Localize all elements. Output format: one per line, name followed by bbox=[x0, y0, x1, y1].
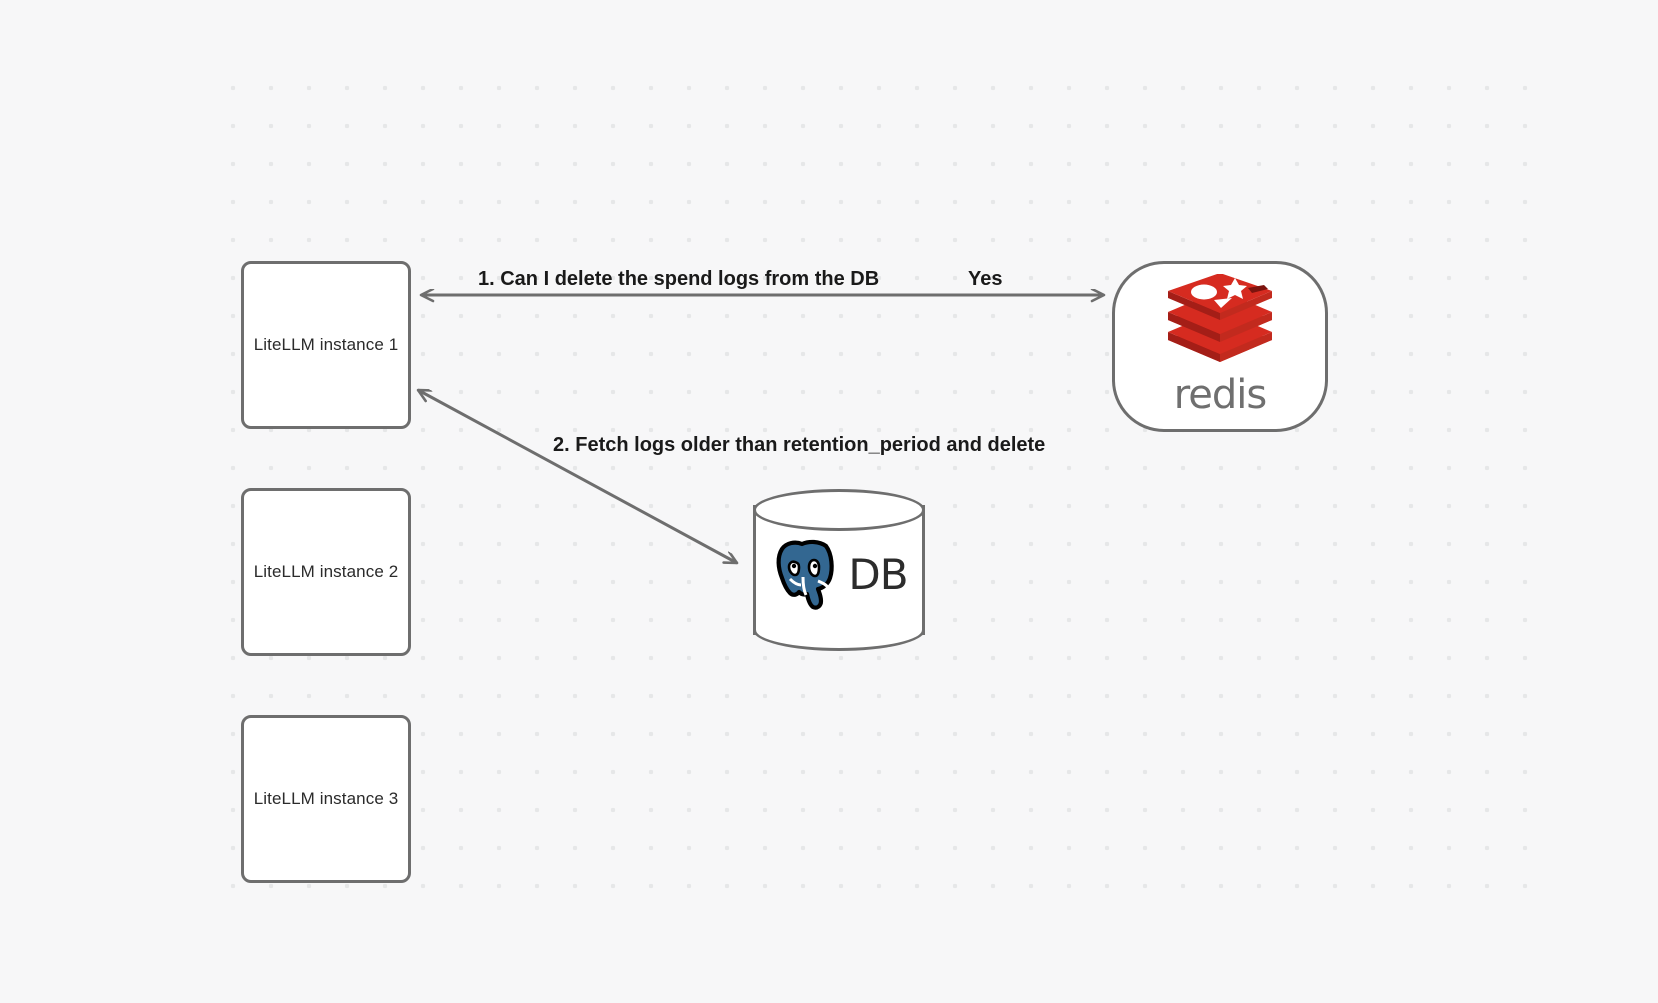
node-litellm-instance-3[interactable]: LiteLLM instance 3 bbox=[241, 715, 411, 883]
node-label: LiteLLM instance 2 bbox=[253, 562, 399, 581]
node-redis[interactable]: redis bbox=[1112, 261, 1328, 432]
edge-label-step-1: 1. Can I delete the spend logs from the … bbox=[478, 268, 880, 290]
redis-logo-icon bbox=[1164, 273, 1276, 371]
node-label: LiteLLM instance 1 bbox=[253, 335, 399, 354]
edge-label-yes: Yes bbox=[968, 268, 1003, 290]
db-label: DB bbox=[848, 550, 908, 599]
node-litellm-instance-2[interactable]: LiteLLM instance 2 bbox=[241, 488, 411, 656]
node-postgres-db[interactable]: DB bbox=[753, 489, 925, 651]
postgresql-elephant-icon bbox=[770, 535, 846, 616]
redis-wordmark-label: redis bbox=[1173, 372, 1268, 418]
node-litellm-instance-1[interactable]: LiteLLM instance 1 bbox=[241, 261, 411, 429]
node-label: LiteLLM instance 3 bbox=[253, 789, 399, 808]
edge-litellm1-db bbox=[418, 388, 737, 565]
cylinder-top bbox=[753, 489, 925, 531]
edge-label-step-2: 2. Fetch logs older than retention_perio… bbox=[553, 434, 1046, 456]
